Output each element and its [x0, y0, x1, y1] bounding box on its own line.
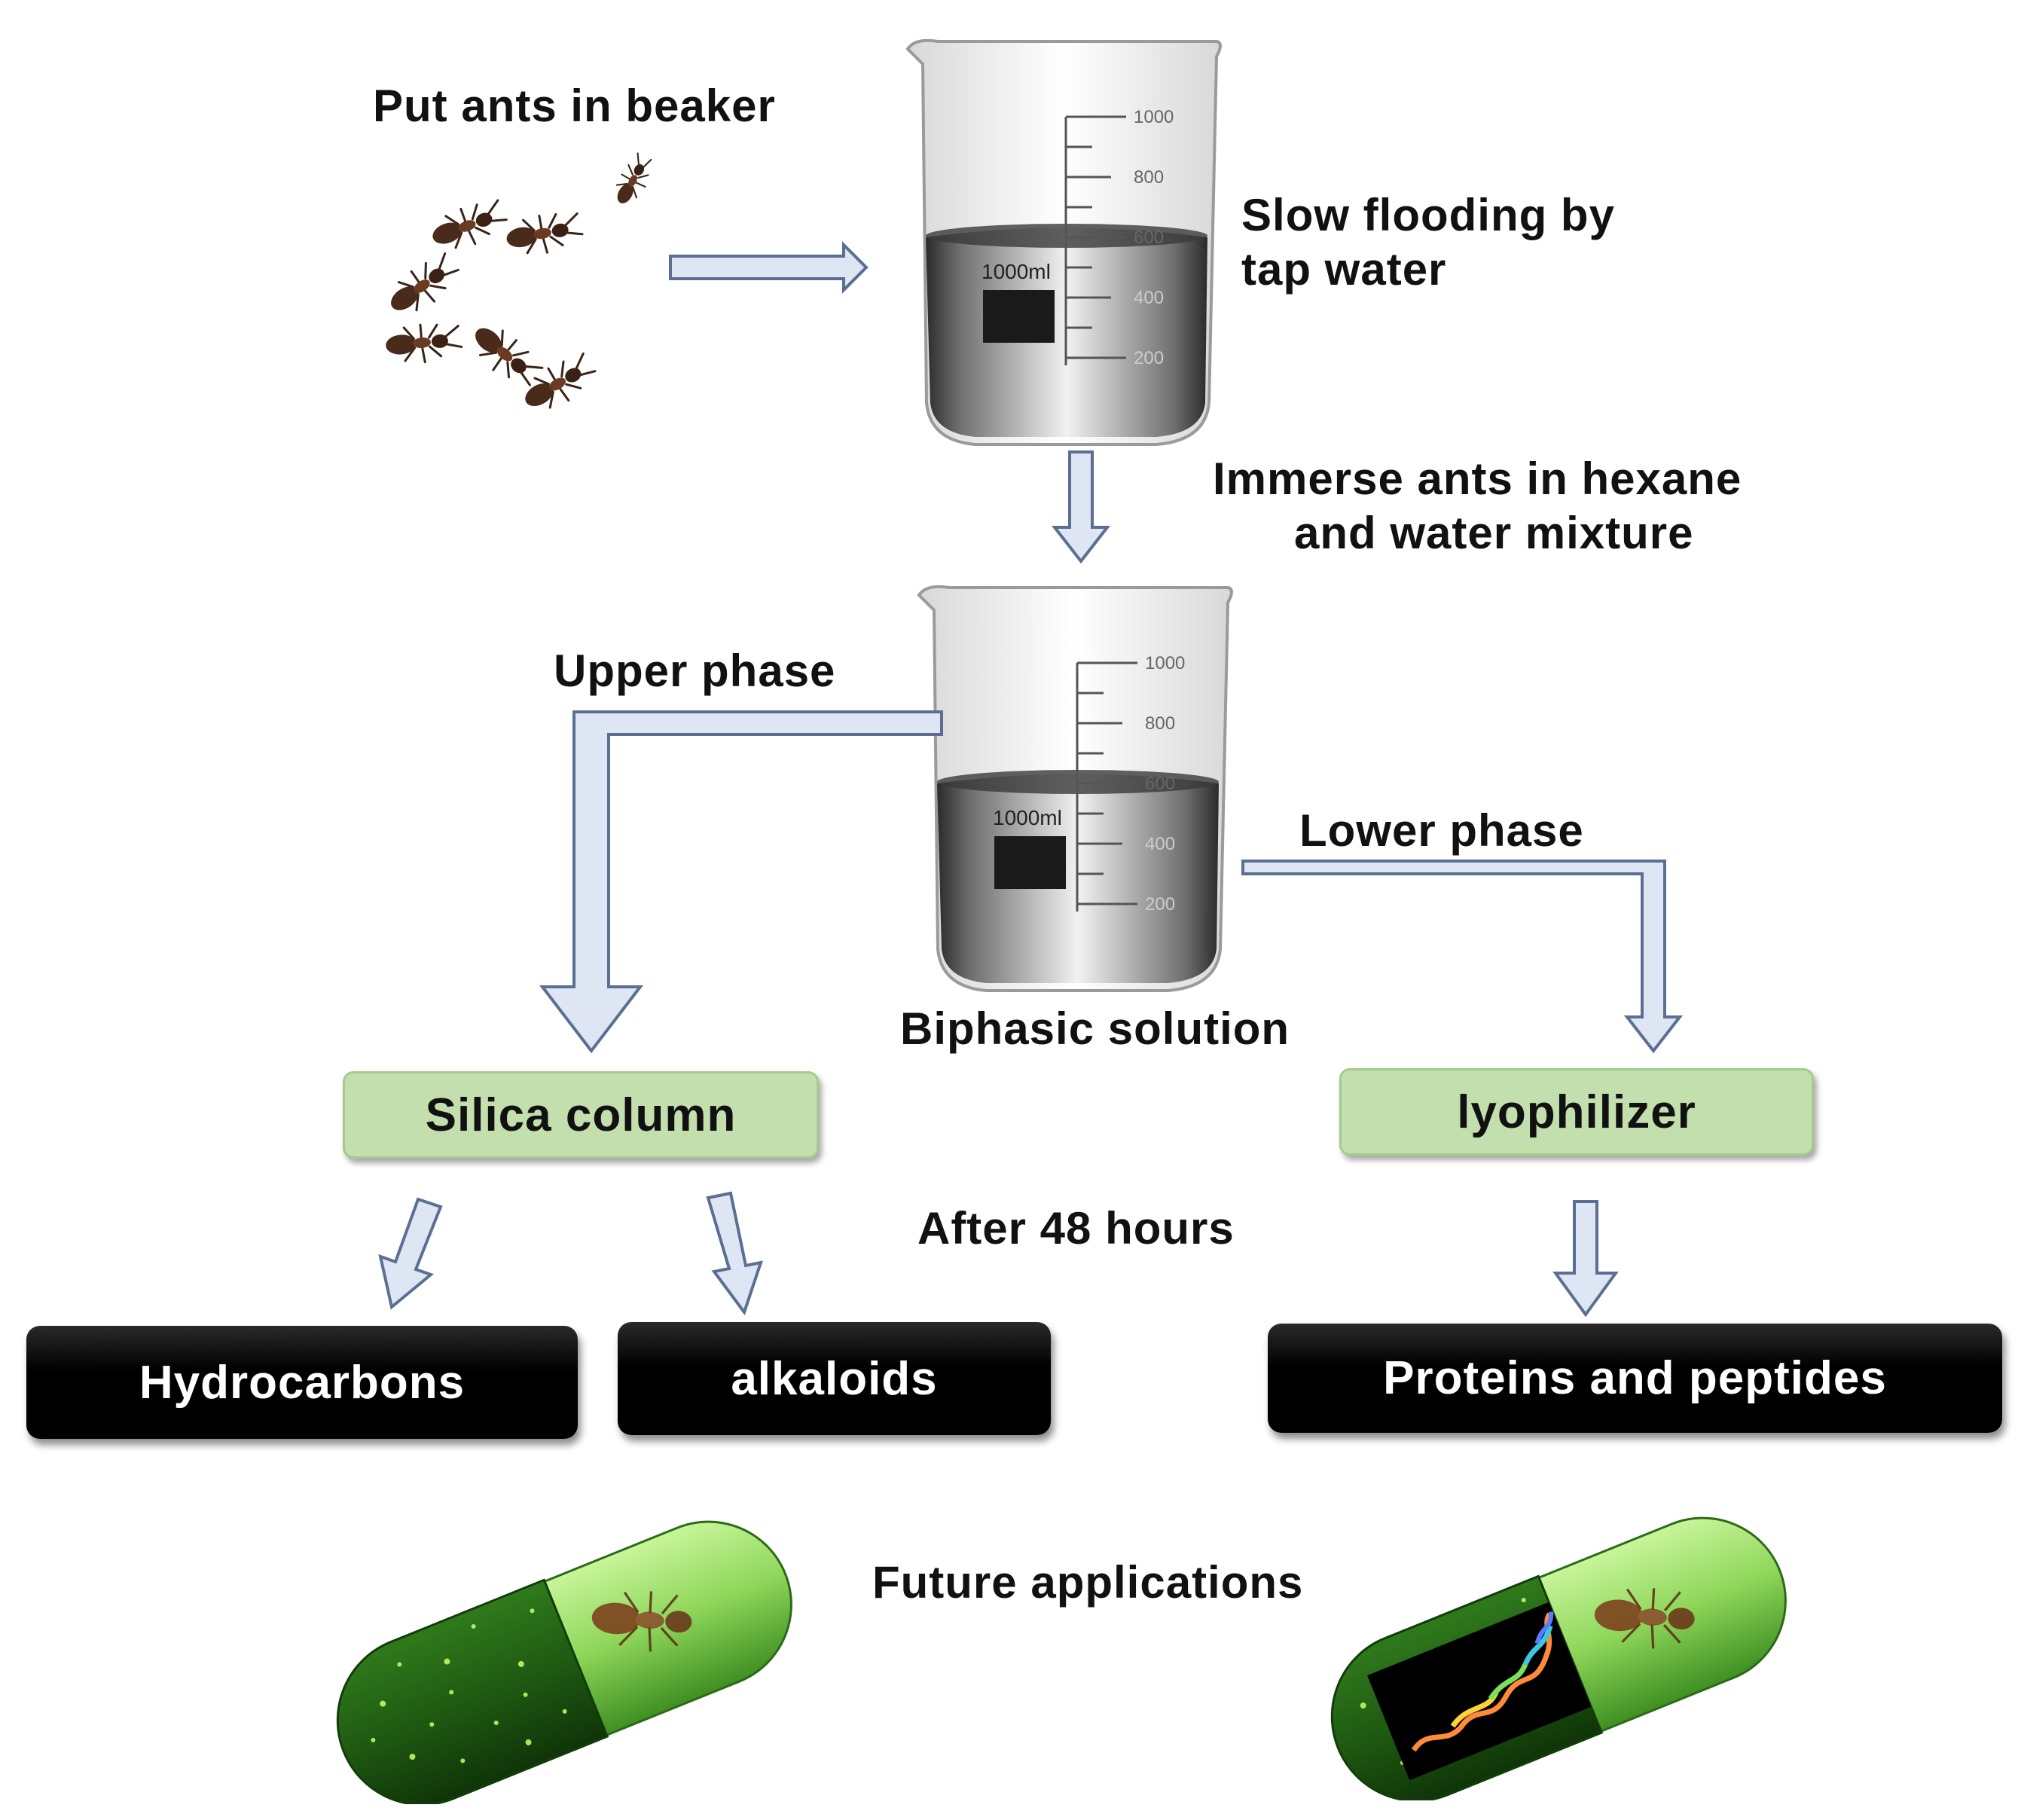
svg-text:400: 400: [1134, 288, 1164, 308]
label-biphasic-solution: Biphasic solution: [900, 1003, 1290, 1054]
arrow-right: [669, 241, 869, 294]
beaker-icon: 1000 800 600 400 200 1000ml: [917, 585, 1233, 992]
ant-icon: [1594, 1588, 1695, 1649]
alkaloids-box: alkaloids: [618, 1322, 1051, 1435]
svg-text:400: 400: [1145, 834, 1175, 854]
svg-text:600: 600: [1145, 774, 1175, 794]
silica-column-box: Silica column: [343, 1071, 819, 1159]
lyophilizer-box: lyophilizer: [1339, 1068, 1814, 1156]
beaker-icon: 1000 800 600 400 200 1000ml: [905, 38, 1222, 446]
svg-text:1000: 1000: [1134, 107, 1174, 127]
proteins-peptides-box: Proteins and peptides: [1268, 1324, 2002, 1433]
arrow-down: [1051, 450, 1111, 564]
arrow-upper-phase: [539, 710, 943, 1054]
svg-text:1000ml: 1000ml: [993, 806, 1062, 829]
step-slow-flooding-line1: Slow flooding by: [1241, 190, 1615, 240]
protein-structure-icon: [1367, 1602, 1592, 1781]
arrow-to-hydrocarbons: [378, 1197, 443, 1310]
capsule-icon: [336, 1520, 792, 1804]
svg-text:1000: 1000: [1145, 653, 1185, 673]
label-future-applications: Future applications: [872, 1557, 1304, 1608]
label-after-48-hours: After 48 hours: [917, 1203, 1235, 1254]
arrow-to-proteins: [1552, 1200, 1619, 1318]
step-put-ants: Put ants in beaker: [373, 81, 776, 131]
svg-text:800: 800: [1134, 167, 1164, 188]
svg-text:800: 800: [1145, 713, 1175, 734]
svg-text:200: 200: [1134, 348, 1164, 368]
svg-text:1000ml: 1000ml: [982, 260, 1051, 283]
ant-icon: [591, 1591, 692, 1652]
step-slow-flooding-line2: tap water: [1241, 244, 1447, 295]
capsule-icon: [1330, 1516, 1787, 1800]
arrow-lower-phase: [1241, 860, 1684, 1054]
hydrocarbons-box: Hydrocarbons: [26, 1326, 578, 1439]
svg-text:600: 600: [1134, 228, 1164, 248]
step-immerse-line1: Immerse ants in hexane: [1213, 453, 1742, 504]
arrow-to-alkaloids: [706, 1191, 763, 1316]
label-lower-phase: Lower phase: [1299, 805, 1584, 856]
svg-text:200: 200: [1145, 894, 1175, 915]
label-upper-phase: Upper phase: [554, 646, 836, 696]
step-immerse-line2: and water mixture: [1294, 508, 1694, 558]
